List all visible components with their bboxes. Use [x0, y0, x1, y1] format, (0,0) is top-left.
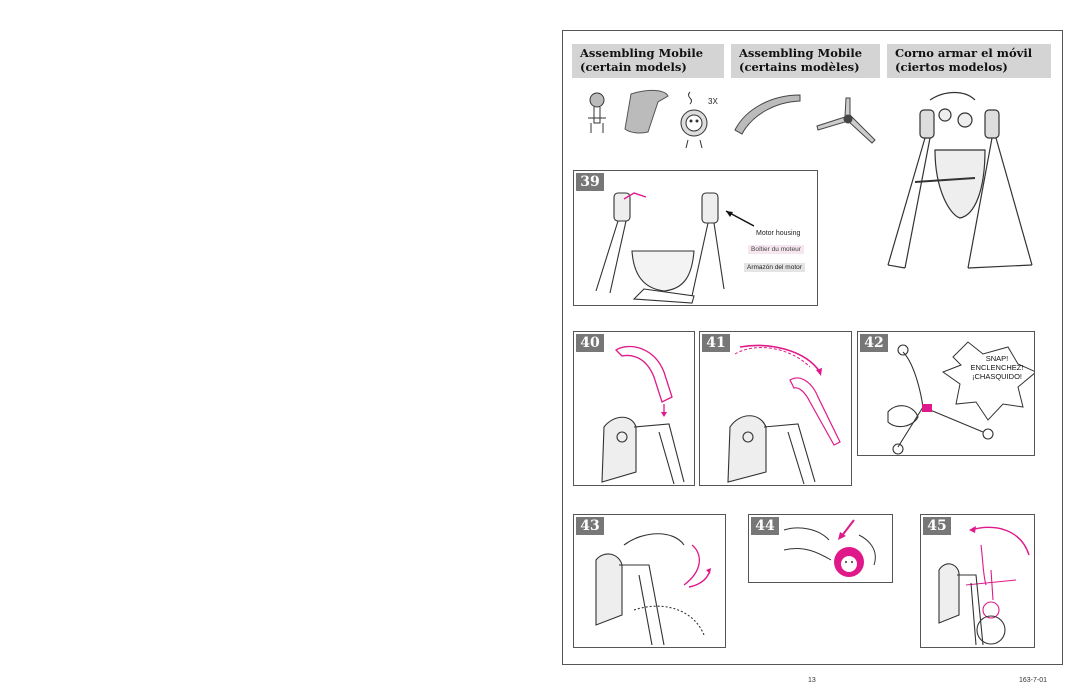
step-40-number: 40: [576, 334, 604, 352]
header-spanish-line2: (ciertos modelos): [895, 60, 1008, 74]
step-40-panel: 40: [573, 331, 695, 486]
parts-qty-label: 3X: [708, 97, 718, 106]
step-45-illustration: [938, 526, 1030, 646]
step-41-number: 41: [702, 334, 730, 352]
header-spanish-line1: Corno armar el móvil: [895, 46, 1033, 60]
step-45-number: 45: [923, 517, 951, 535]
header-french: Assembling Mobile (certains modèles): [731, 44, 880, 78]
step-42-snap-fr: ENCLENCHEZ!: [970, 363, 1024, 372]
document-code: 163-7-01: [1019, 677, 1048, 684]
step-42-number: 42: [860, 334, 888, 352]
header-french-line2: (certains modèles): [739, 60, 860, 74]
page-frame: [562, 30, 1063, 665]
page-number: 13: [808, 677, 816, 684]
step-44-number: 44: [751, 517, 779, 535]
header-english: Assembling Mobile (certain models): [572, 44, 724, 78]
step-39-callout-es: Armazón del motor: [744, 263, 805, 272]
step-39-callout-en: Motor housing: [756, 230, 801, 237]
step-43-panel: 43: [573, 514, 726, 648]
step-42-snap-text: SNAP! ENCLENCHEZ! ¡CHASQUIDO!: [960, 354, 1034, 381]
step-42-snap-es: ¡CHASQUIDO!: [971, 372, 1022, 381]
header-spanish: Corno armar el móvil (ciertos modelos): [887, 44, 1051, 78]
step-44-panel: 44: [748, 514, 893, 583]
step-45-panel: 45: [920, 514, 1035, 648]
step-39-panel: 39 Motor housing Boîtier du moteur Armaz…: [573, 170, 818, 306]
step-41-illustration: [727, 344, 841, 485]
step-44-illustration: [783, 519, 876, 577]
step-39-illustration: [595, 192, 755, 304]
step-43-number: 43: [576, 517, 604, 535]
step-42-snap-en: SNAP!: [985, 354, 1009, 363]
step-42-illustration: [887, 341, 1034, 455]
step-39-callout-fr: Boîtier du moteur: [748, 245, 804, 254]
step-39-number: 39: [576, 173, 604, 191]
header-french-line1: Assembling Mobile: [739, 46, 863, 60]
step-41-panel: 41: [699, 331, 852, 486]
step-40-illustration: [601, 345, 685, 485]
header-english-line1: Assembling Mobile: [580, 46, 704, 60]
step-43-illustration: [595, 533, 711, 646]
header-english-line2: (certain models): [580, 60, 687, 74]
step-42-panel: 42 SNAP! ENCLENCHEZ! ¡CHASQUIDO!: [857, 331, 1035, 456]
